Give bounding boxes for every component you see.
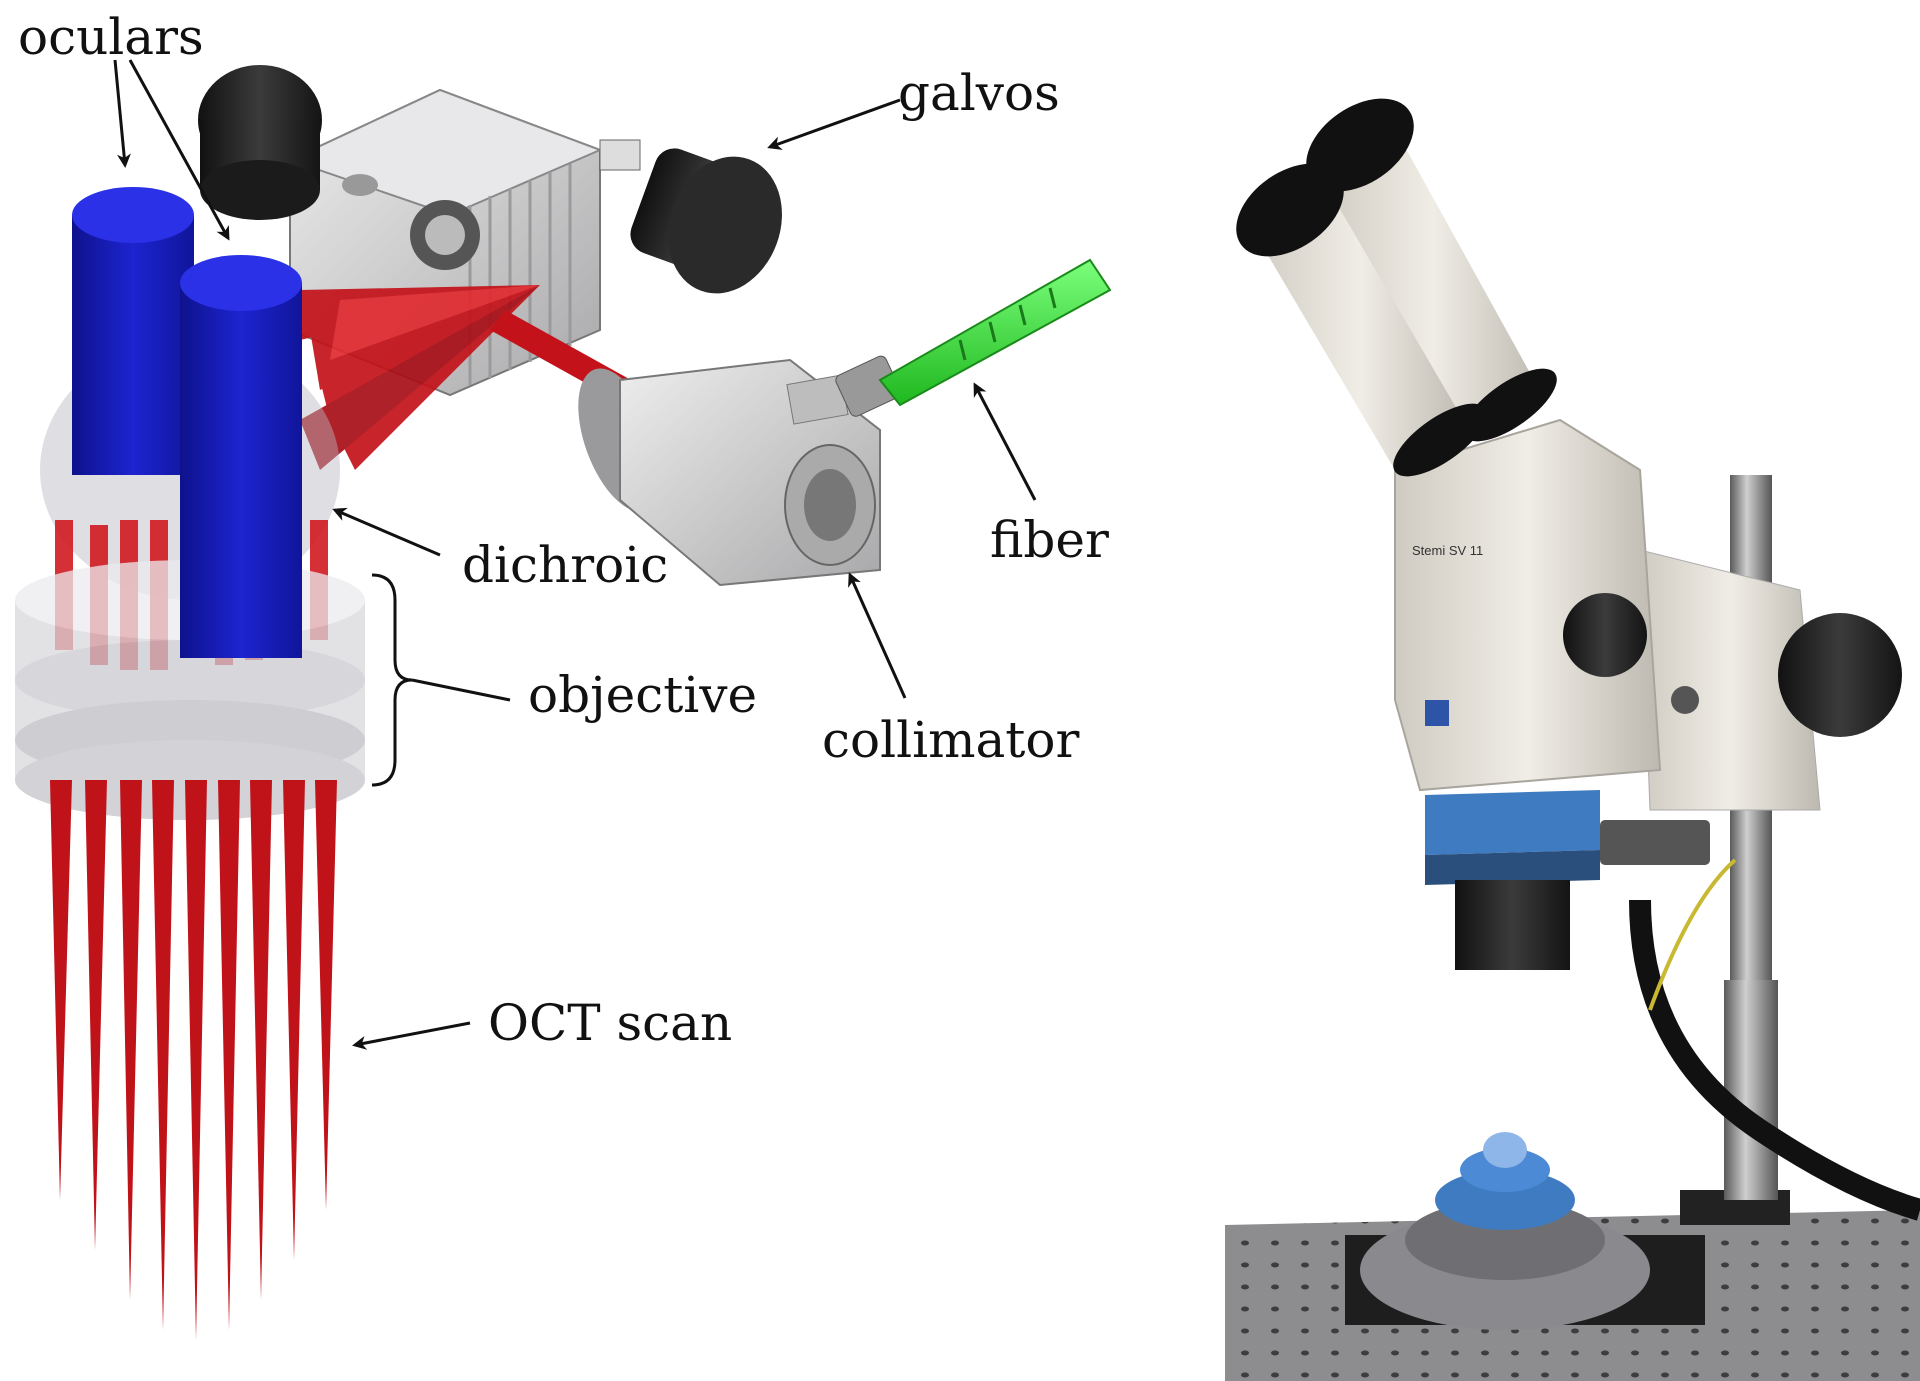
label-objective: objective (528, 666, 758, 724)
fiber-cable (878, 258, 1112, 407)
zeiss-logo (1425, 700, 1449, 726)
black-cable (1629, 899, 1920, 1221)
ocular-right (180, 255, 302, 658)
ocular-left (72, 187, 194, 475)
eyepiece-tubes (1236, 98, 1557, 477)
label-fiber: fiber (990, 511, 1109, 569)
focus-knob-right (1778, 613, 1902, 737)
galvo-motor-right (599, 139, 782, 294)
focus-knob-left (1563, 593, 1647, 677)
scan-fan (300, 285, 540, 470)
label-dichroic: dichroic (462, 536, 669, 594)
yellow-cable (1648, 858, 1737, 1011)
objective-brace (371, 573, 413, 787)
microscope-photo: Stemi SV 11 (1225, 98, 1920, 1381)
label-oct-scan: OCT scan (488, 994, 733, 1052)
label-collimator: collimator (822, 711, 1080, 769)
model-label: Stemi SV 11 (1412, 543, 1483, 558)
oct-scan-beams (50, 780, 337, 1340)
label-oculars: oculars (18, 8, 204, 66)
label-galvos: galvos (898, 64, 1060, 122)
collimator-body (578, 355, 902, 587)
blue-adapter (1425, 790, 1600, 855)
objective-lens (1455, 880, 1570, 970)
annotation-arrows (113, 59, 1037, 1050)
galvo-motor-left (198, 65, 322, 220)
sample-stage (1345, 1132, 1705, 1330)
microscope-body (1394, 418, 1662, 792)
